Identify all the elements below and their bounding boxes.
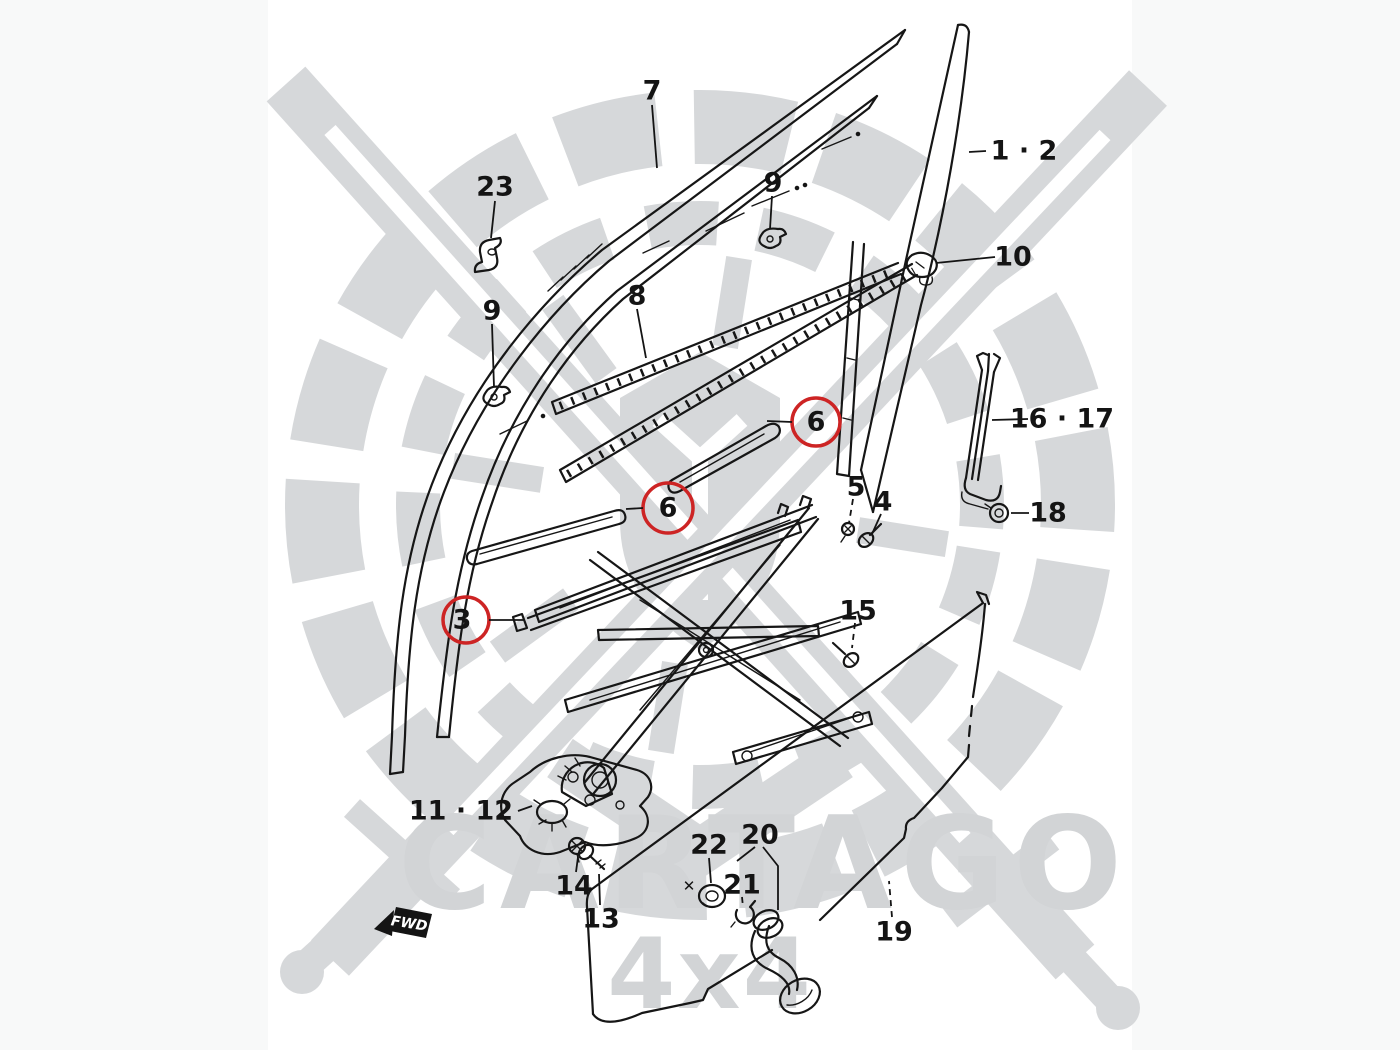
crossed-swords [266,66,1167,1030]
fwd-direction-flag: FWD [374,907,432,938]
equalizer-rail [596,624,821,642]
part-label-sash: 8 [628,281,647,312]
glass-clip-10 [905,251,938,286]
clip-9-left [482,385,512,408]
reflection-marks [499,131,861,435]
crank-handle-20 [750,909,821,1015]
leader-screw13 [598,873,601,906]
grommet-18 [984,502,1010,524]
part-label-clip-left: 9 [483,296,502,327]
fwd-flag-body [390,907,432,938]
leader-sash [636,308,647,359]
leader-rear-channel [991,418,1029,421]
clip-9-top [758,227,788,250]
part-label-clip-top: 9 [764,168,783,199]
glass-run-channel [435,94,879,739]
part-label-screw15: 15 [839,596,877,627]
diagram-line-art [388,23,1010,1023]
belt-molding-6a [667,422,781,494]
regulator-motor-11-12 [500,754,653,856]
leader-snap-ring [741,896,744,908]
glass-bottom-sash [558,262,919,484]
leader-circle-6-1 [625,507,644,510]
regulator-arms [557,506,874,808]
part-label-escutcheon: 22 [690,830,728,861]
part-label-grommet18: 18 [1029,498,1067,529]
leader-glass-clip [935,256,996,264]
door-frame-7 [388,28,907,776]
circled-part-label-6-0: 6 [807,407,826,438]
escutcheon-22 [697,883,727,909]
leader-circle-6-0 [766,420,793,423]
belt-molding-6b [465,509,627,566]
part-label-regulator: 11 · 12 [409,796,513,827]
part-label-screw13: 13 [582,904,620,935]
part-label-door-panel: 19 [875,917,913,948]
fwd-arrowhead [374,910,394,936]
part-label-x-mark: ✕ [683,877,696,895]
part-label-screw4: 4 [874,487,893,518]
leader-clip5 [848,498,854,524]
leader-clip-top [769,195,773,230]
part-label-crank: 20 [741,820,779,851]
leader-screw15 [851,622,856,649]
left-margin [0,0,268,1050]
part-label-rear-channel: 16 · 17 [1010,404,1114,435]
leader-clip-left [491,323,495,388]
rear-channel-16-17 [960,351,1003,510]
right-margin [1132,0,1400,1050]
clip-5 [840,521,856,543]
part-label-bracket: 23 [476,172,514,203]
part-label-snap-ring: 21 [723,870,761,901]
part-label-glass: 1 · 2 [991,136,1058,167]
part-label-glass-clip: 10 [994,242,1032,273]
leader-screw14 [575,856,579,873]
leader-crank-1 [762,846,779,910]
leader-frame [651,104,658,169]
leader-crank [736,846,756,862]
circled-part-label-3-2: 3 [453,605,472,636]
part-label-clip5: 5 [847,472,866,503]
snap-ring-21 [730,899,757,928]
part-label-frame: 7 [643,76,662,107]
door-panel-19 [585,590,991,1023]
leader-bracket [490,200,496,239]
upper-sash-8 [550,261,903,416]
screw-13 [577,843,606,871]
leader-regulator [517,805,533,812]
circled-part-label-6-1: 6 [659,493,678,524]
leader-glass [968,150,987,153]
screw-15 [831,641,860,668]
fwd-label: FWD [390,913,429,935]
leader-escutcheon [708,857,712,884]
bracket-23 [473,236,502,274]
guide-rail-bottom [563,610,863,714]
leader-screw4 [871,513,882,535]
part-label-screw14: 14 [555,871,593,902]
